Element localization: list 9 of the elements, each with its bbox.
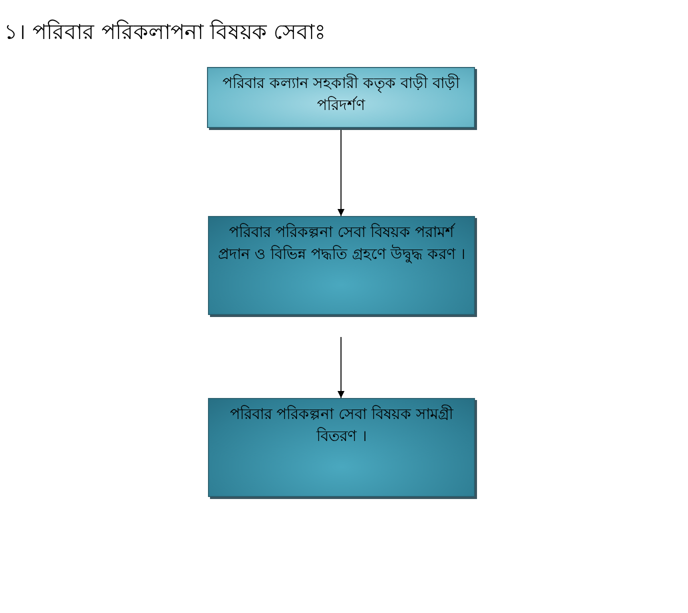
title: ১। পরিবার পরিকলাপনা বিষয়ক সেবাঃ bbox=[4, 18, 326, 46]
process-box bbox=[207, 67, 475, 128]
box-text: পরিবার কল্যান সহকারী কতৃক বাড়ী বাড়ী পরিদর্শণ bbox=[222, 72, 461, 116]
box-text: পরিবার পরিকল্পনা সেবা বিষয়ক পরামর্শ প্রদান ও বিভিন্ন পদ্ধতি গ্রহণে উদ্বুদ্ধ করণ । bbox=[217, 222, 466, 266]
process-box bbox=[208, 216, 475, 315]
arrow bbox=[338, 128, 344, 216]
arrow bbox=[338, 336, 344, 398]
process-box bbox=[208, 398, 475, 497]
box-text: পরিবার পরিকল্পনা সেবা বিষয়ক সামগ্রী বিতরণ । bbox=[228, 404, 454, 447]
